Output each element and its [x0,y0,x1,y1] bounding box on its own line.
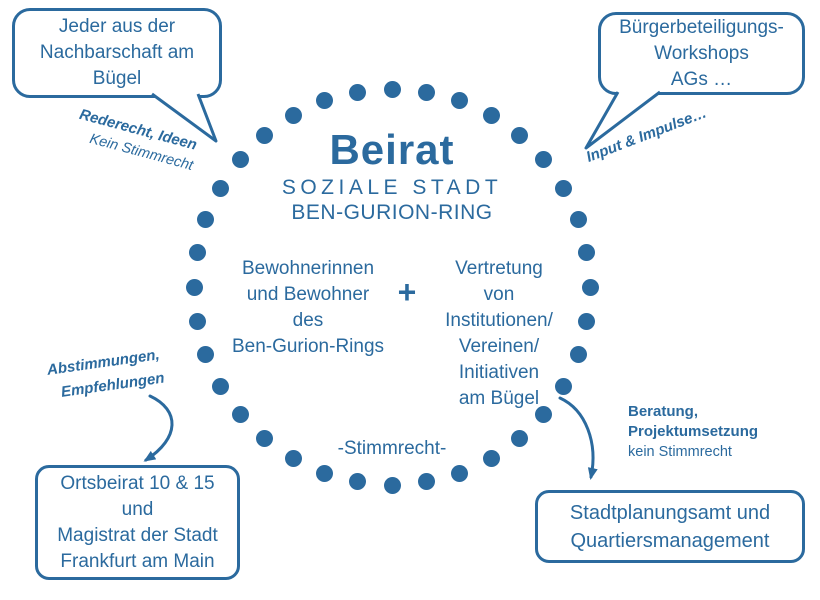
ring-dot [197,210,215,228]
ring-dot [451,92,469,110]
box-stadtplanungsamt-label: Stadtplanungsamt und Quartiersmanagement [569,501,771,552]
ring-dot [578,244,596,262]
ring-dot [185,278,203,296]
ring-dot [417,83,435,101]
ring-dot [284,449,302,467]
ring-dot [212,377,230,395]
ring-dot [349,473,367,491]
annotation-input-impulse: Input & Impulse… [584,104,710,166]
plus-sign: + [397,274,417,310]
ring-dot [383,476,401,494]
ring-dot [417,473,435,491]
ring-dot [581,278,599,296]
ring-dot [554,377,572,395]
ring-dot [554,179,572,197]
ring-dot [197,346,215,364]
ring-dot [482,449,500,467]
annotation-beratung: Beratung, Projektumsetzung kein Stimmrec… [628,402,758,462]
ring-dot [231,151,249,169]
ring-dot [315,92,333,110]
ring-dot [482,107,500,125]
group-residents: Bewohnerinnen und Bewohner des Ben-Gurio… [231,258,385,357]
box-ortsbeirat-magistrat: Ortsbeirat 10 & 15 und Magistrat der Sta… [35,465,240,580]
box-stadtplanungsamt: Stadtplanungsamt und Quartiersmanagement [535,490,805,563]
voting-right-label: -Stimmrecht- [337,438,447,459]
ring-dot [383,80,401,98]
ring-dot [212,179,230,197]
annotation-beratung-bold: Beratung, Projektumsetzung [628,403,759,440]
ring-dot [349,83,367,101]
ring-dot [510,430,528,448]
ring-dot [510,126,528,144]
bubble-workshops-label: Bürgerbeteiligungs- Workshops AGs … [619,16,784,90]
annotation-kein-stimmrecht-right: kein Stimmrecht [628,444,732,460]
ring-dot [188,244,206,262]
ring-dot [315,464,333,482]
arrow-to-ortsbeirat [143,394,174,462]
ring-dot [569,346,587,364]
member-groups: Bewohnerinnen und Bewohner des Ben-Gurio… [222,256,568,412]
ring-dot [188,312,206,330]
ring-dot [284,107,302,125]
diagram-subtitle-area: BEN-GURION-RING [291,201,493,224]
ring-dot [578,312,596,330]
bubble-workshops: Bürgerbeteiligungs- Workshops AGs … [598,12,805,95]
group-institutions: Vertretung von Institutionen/ Vereinen/ … [445,258,553,409]
box-ortsbeirat-magistrat-label: Ortsbeirat 10 & 15 und Magistrat der Sta… [57,472,218,572]
ring-dot [451,464,469,482]
diagram-title: Beirat [329,126,455,173]
ring-dot [569,210,587,228]
bubble-neighbourhood: Jeder aus der Nachbarschaft am Bügel [12,8,222,98]
ring-dot [231,405,249,423]
ring-dot [535,151,553,169]
ring-dot [256,126,274,144]
bubble-neighbourhood-label: Jeder aus der Nachbarschaft am Bügel [39,16,195,89]
diagram-subtitle-program: SOZIALE STADT [281,176,503,199]
ring-dot [535,405,553,423]
ring-dot [256,430,274,448]
